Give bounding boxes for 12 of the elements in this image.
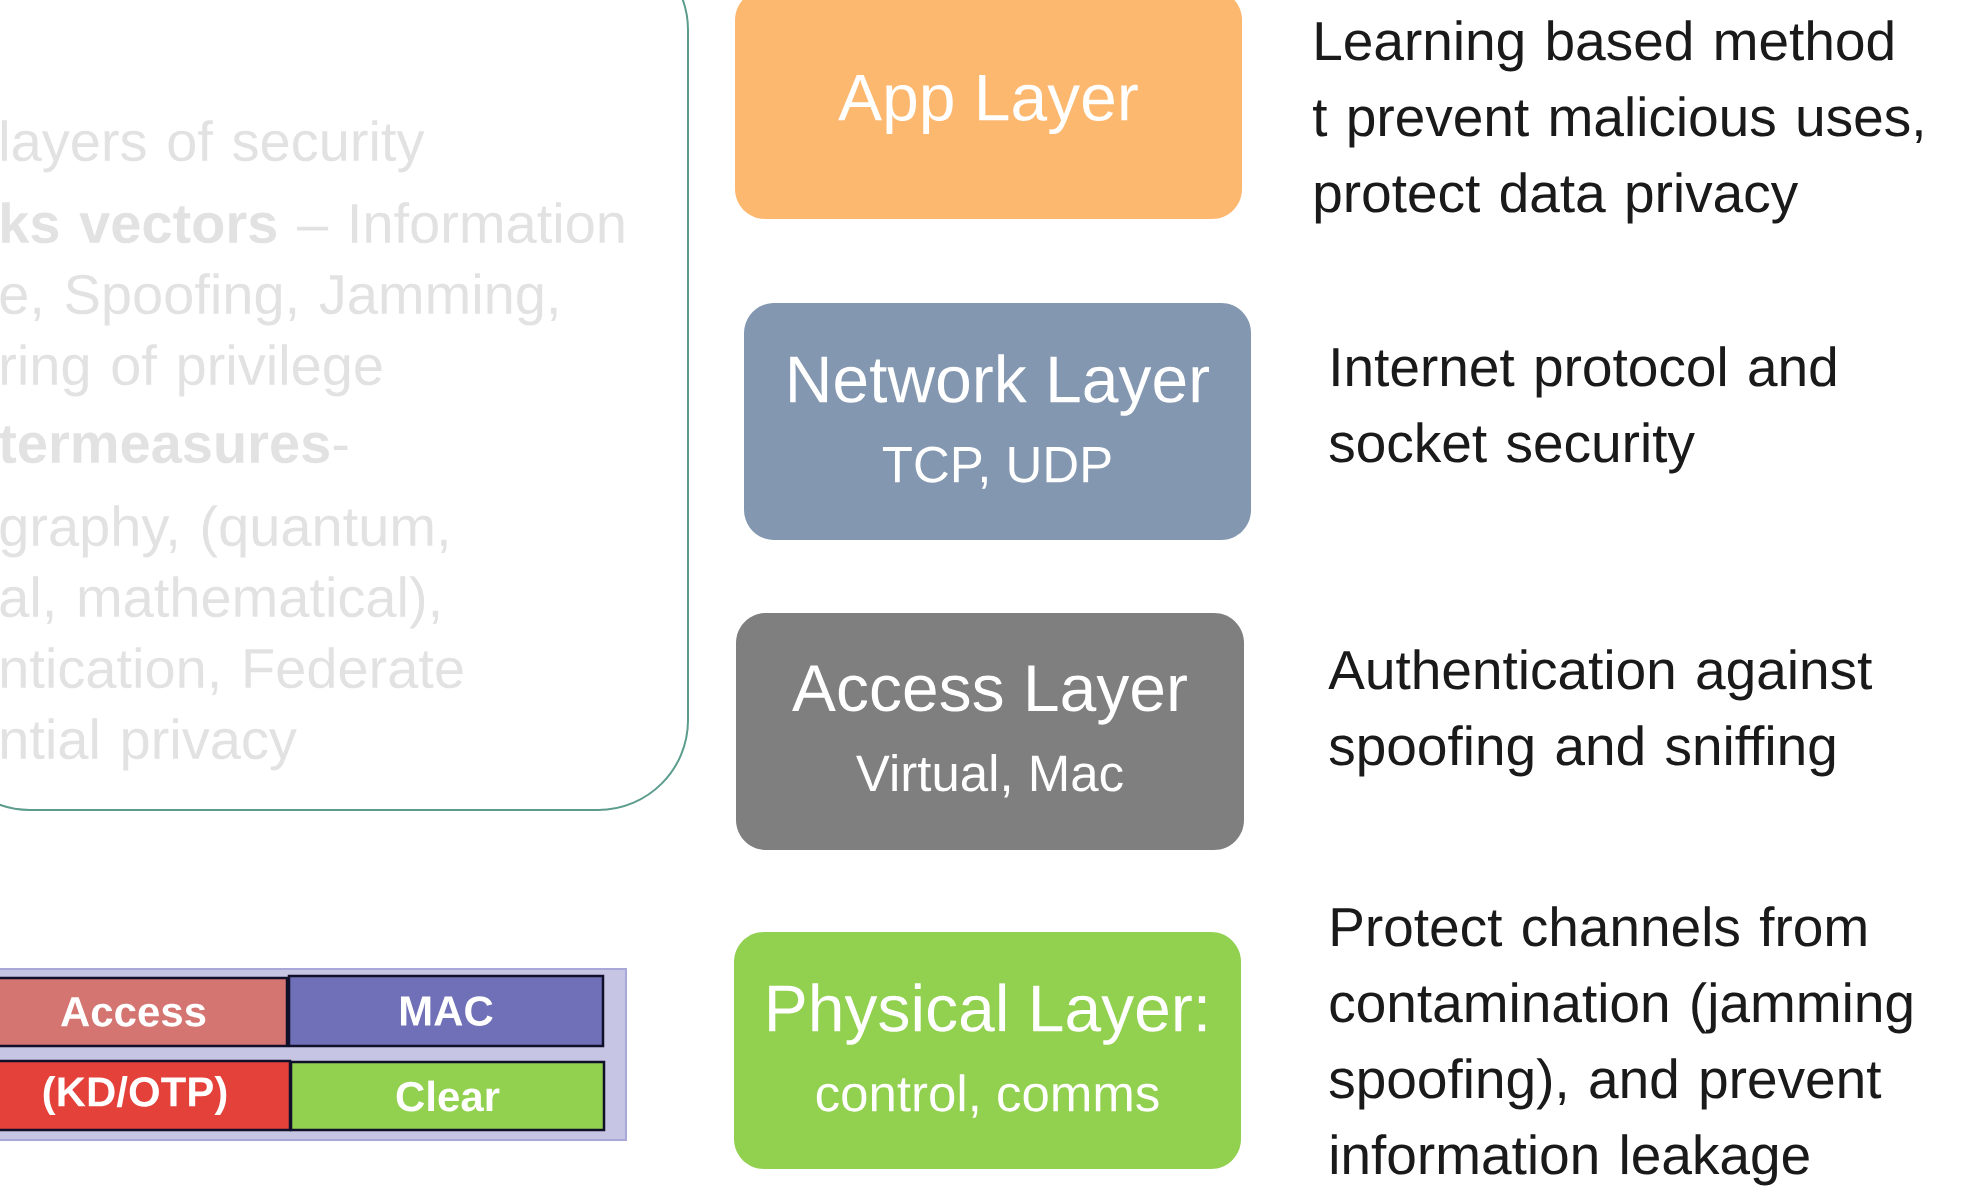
layer-box: Network Layer TCP, UDP — [744, 303, 1251, 540]
layer-box: App Layer — [735, 0, 1242, 219]
description-text: Learning based method t prevent malicious uses, protect data privacy — [1313, 20, 1922, 224]
table-cell: (KD/OTP) — [0, 1059, 292, 1132]
description-text: Internet protocol and socket security — [1329, 346, 1836, 474]
description-text: Protect channels from contamination (jamming spoofing), and prevent information leakage — [1329, 906, 1912, 1186]
table-cell: Clear — [289, 1060, 606, 1132]
description-text: Authentication against spoofing and sniffing — [1328, 649, 1872, 777]
table-cell: MAC — [287, 974, 605, 1048]
table-cell: Access — [0, 976, 289, 1048]
layer-box: Physical Layer: control, comms — [734, 932, 1241, 1169]
layer-box: Access Layer Virtual, Mac — [736, 613, 1244, 850]
